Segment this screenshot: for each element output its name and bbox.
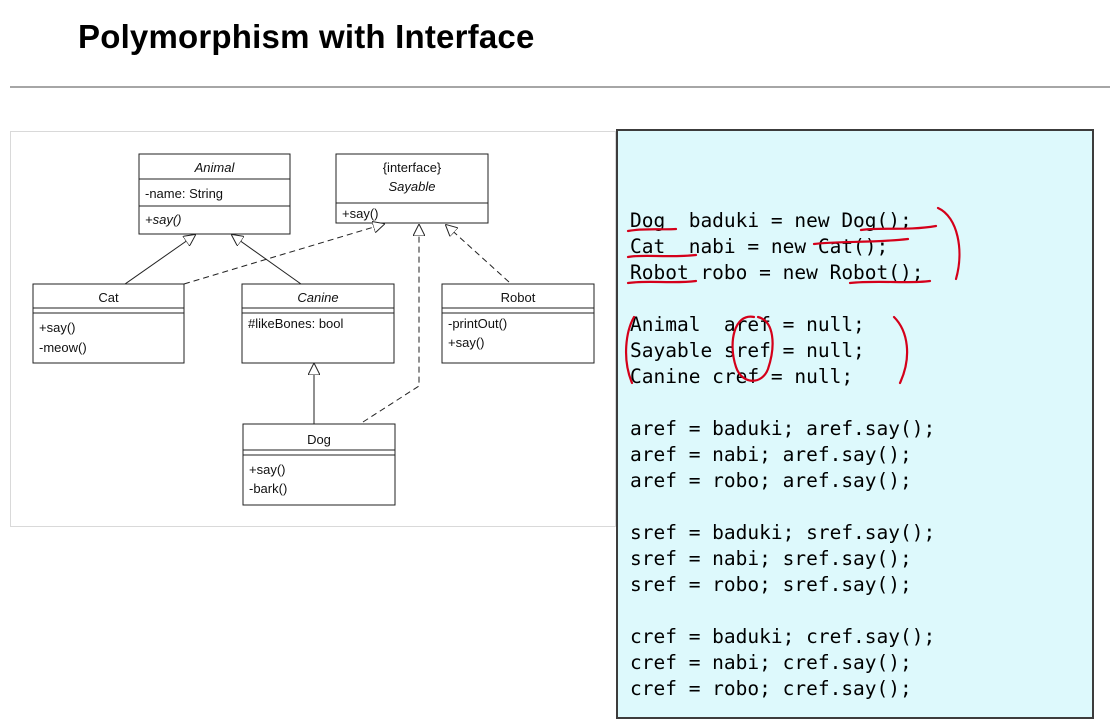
slide-title: Polymorphism with Interface — [78, 18, 535, 55]
interface-sayable-name: Sayable — [389, 179, 436, 194]
realization-dog-sayable — [362, 225, 419, 423]
code-line: Robot robo = new Robot(); — [630, 261, 924, 284]
code-line: cref = robo; cref.say(); — [630, 677, 912, 700]
code-line: Animal aref = null; — [630, 313, 865, 336]
class-cat-method: +say() — [39, 320, 75, 335]
inheritance-cat-animal — [124, 235, 195, 285]
code-line: sref = nabi; sref.say(); — [630, 547, 912, 570]
class-dog-name: Dog — [307, 432, 331, 447]
class-dog-method: -bark() — [249, 481, 287, 496]
interface-sayable-stereotype: {interface} — [383, 160, 442, 175]
class-robot-method: +say() — [448, 335, 484, 350]
class-dog-method: +say() — [249, 462, 285, 477]
code-line: aref = nabi; aref.say(); — [630, 443, 912, 466]
realization-cat-sayable — [183, 224, 384, 285]
class-animal-name: Animal — [194, 160, 236, 175]
code-line: sref = baduki; sref.say(); — [630, 521, 936, 544]
code-line: Sayable sref = null; — [630, 339, 865, 362]
class-robot: Robot -printOut() +say() — [441, 283, 595, 364]
class-animal: Animal -name: String +say() — [138, 153, 291, 235]
class-cat-name: Cat — [98, 290, 119, 305]
code-line: aref = baduki; aref.say(); — [630, 417, 936, 440]
class-robot-method: -printOut() — [448, 316, 507, 331]
code-line: cref = baduki; cref.say(); — [630, 625, 936, 648]
code-line: aref = robo; aref.say(); — [630, 469, 912, 492]
class-canine-name: Canine — [297, 290, 338, 305]
class-animal-method: +say() — [145, 212, 181, 227]
right-bracket-refs — [892, 315, 909, 385]
uml-class-diagram: Animal -name: String +say() {interface} … — [10, 131, 616, 527]
title-divider — [10, 86, 1110, 88]
code-line: cref = nabi; cref.say(); — [630, 651, 912, 674]
interface-sayable-method: +say() — [342, 206, 378, 221]
class-cat-method: -meow() — [39, 340, 87, 355]
uml-diagram-canvas: Animal -name: String +say() {interface} … — [32, 153, 595, 506]
class-canine-attribute: #likeBones: bool — [248, 316, 344, 331]
class-animal-attribute: -name: String — [145, 186, 223, 201]
class-robot-name: Robot — [501, 290, 536, 305]
realization-robot-sayable — [446, 225, 510, 283]
class-cat: Cat +say() -meow() — [32, 283, 185, 364]
code-panel: Dog baduki = new Dog(); Cat nabi = new C… — [616, 129, 1094, 719]
interface-sayable: {interface} Sayable +say() — [335, 153, 489, 224]
code-line: Cat nabi = new Cat(); — [630, 235, 889, 258]
code-line: Dog baduki = new Dog(); — [630, 209, 912, 232]
code-line: sref = robo; sref.say(); — [630, 573, 912, 596]
inheritance-canine-animal — [232, 235, 302, 285]
bracket-declarations — [936, 206, 961, 281]
class-dog: Dog +say() -bark() — [242, 423, 396, 506]
class-canine: Canine #likeBones: bool — [241, 283, 395, 364]
code-line: Canine cref = null; — [630, 365, 854, 388]
